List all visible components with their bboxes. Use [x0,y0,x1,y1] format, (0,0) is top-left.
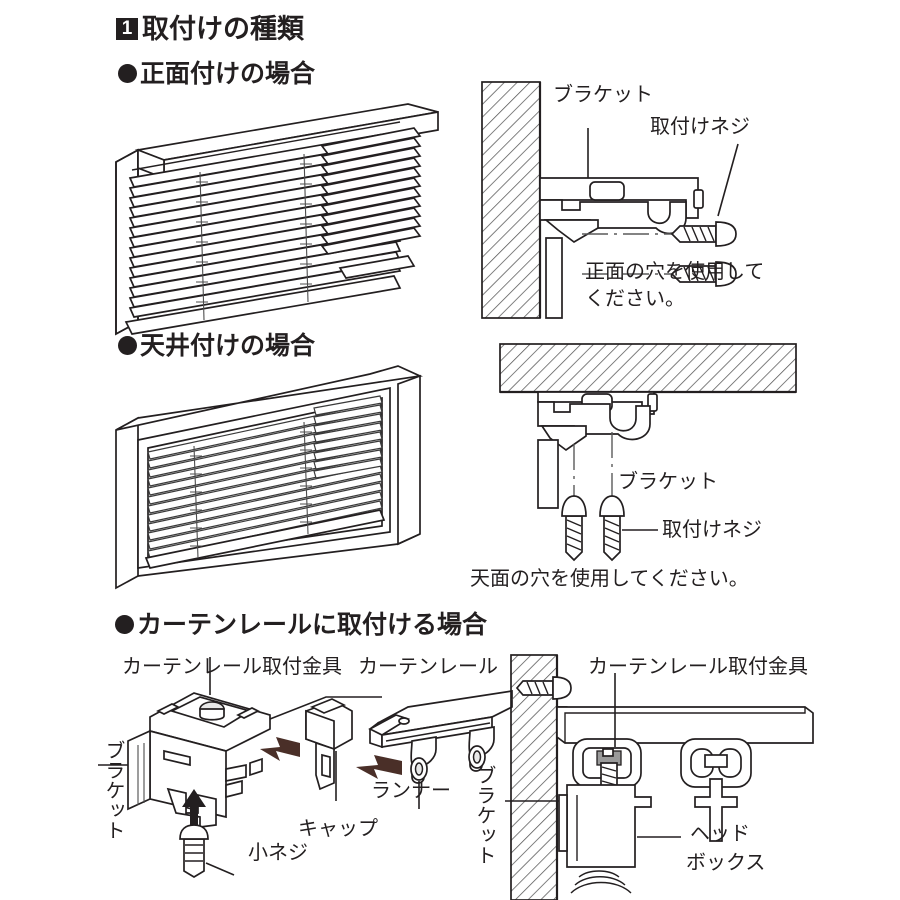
screw-glyph-1 [670,221,737,247]
section-title-text: 取付けの種類 [142,14,304,44]
label-bracket-ceiling: ブラケット [618,471,718,493]
heading-curtain-rail-text: カーテンレールに取付ける場合 [137,611,488,639]
label-head-box-line1: ヘッド [690,823,750,845]
label-curtain-rail-fitting-right: カーテンレール取付金具 [588,656,808,678]
part-small-screw [179,824,209,878]
heading-curtain-rail-mount: カーテンレールに取付ける場合 [115,613,487,638]
illustration-curtain-rail-parts [98,657,513,878]
bullet-icon [118,336,137,355]
label-curtain-rail: カーテンレール [358,656,498,678]
heading-ceiling-mount: 天井付けの場合 [118,334,315,359]
arrow-up [182,789,206,831]
rail-fitting-hanger-left [572,738,642,797]
screw-wall [515,676,572,700]
label-runner: ランナー [371,780,451,802]
label-mounting-screw-ceiling: 取付けネジ [662,519,762,541]
screw-glyph-2 [599,495,625,562]
label-cap: キャップ [298,818,378,840]
heading-front-mount: 正面付けの場合 [118,62,315,87]
screw-glyph-2 [670,261,737,287]
part-runner-2 [468,725,495,772]
label-bracket-left: ブラケット [102,740,124,840]
label-curtain-rail-fitting-left: カーテンレール取付金具 [122,656,342,678]
detail-curtain-rail-wall-mount [505,654,814,900]
bullet-icon [115,615,134,634]
heading-front-mount-text: 正面付けの場合 [140,60,316,88]
motion-arcs [570,870,632,894]
label-small-screw: 小ネジ [248,842,308,864]
illustration-blind-ceiling-mount [115,365,423,590]
label-head-box-line2: ボックス [686,852,766,874]
note-front-mount-line1: 正面の穴を使用して [585,261,765,283]
note-front-mount-line2: ください。 [585,288,685,310]
part-runner-1 [410,735,437,784]
detail-ceiling-mount-bracket [499,343,797,562]
section-number-badge: 1 [116,18,138,40]
illustration-blind-front-mount [115,103,439,336]
detail-front-mount-bracket [481,81,739,319]
screw-glyph-1 [561,495,587,562]
label-mounting-screw-front: 取付けネジ [650,116,750,138]
arrow-left-cap [260,737,300,761]
label-bracket-front: ブラケット [553,84,653,106]
part-cap [305,698,353,791]
bullet-icon [118,64,137,83]
part-curtain-rail-fitting [127,692,271,828]
arrow-left-runner [356,755,402,779]
runner-hanger-right [680,738,752,842]
label-bracket-right: ブラケット [473,765,495,865]
heading-ceiling-mount-text: 天井付けの場合 [140,332,316,360]
note-ceiling-mount: 天面の穴を使用してください。 [470,568,749,590]
part-head-box [558,784,652,868]
